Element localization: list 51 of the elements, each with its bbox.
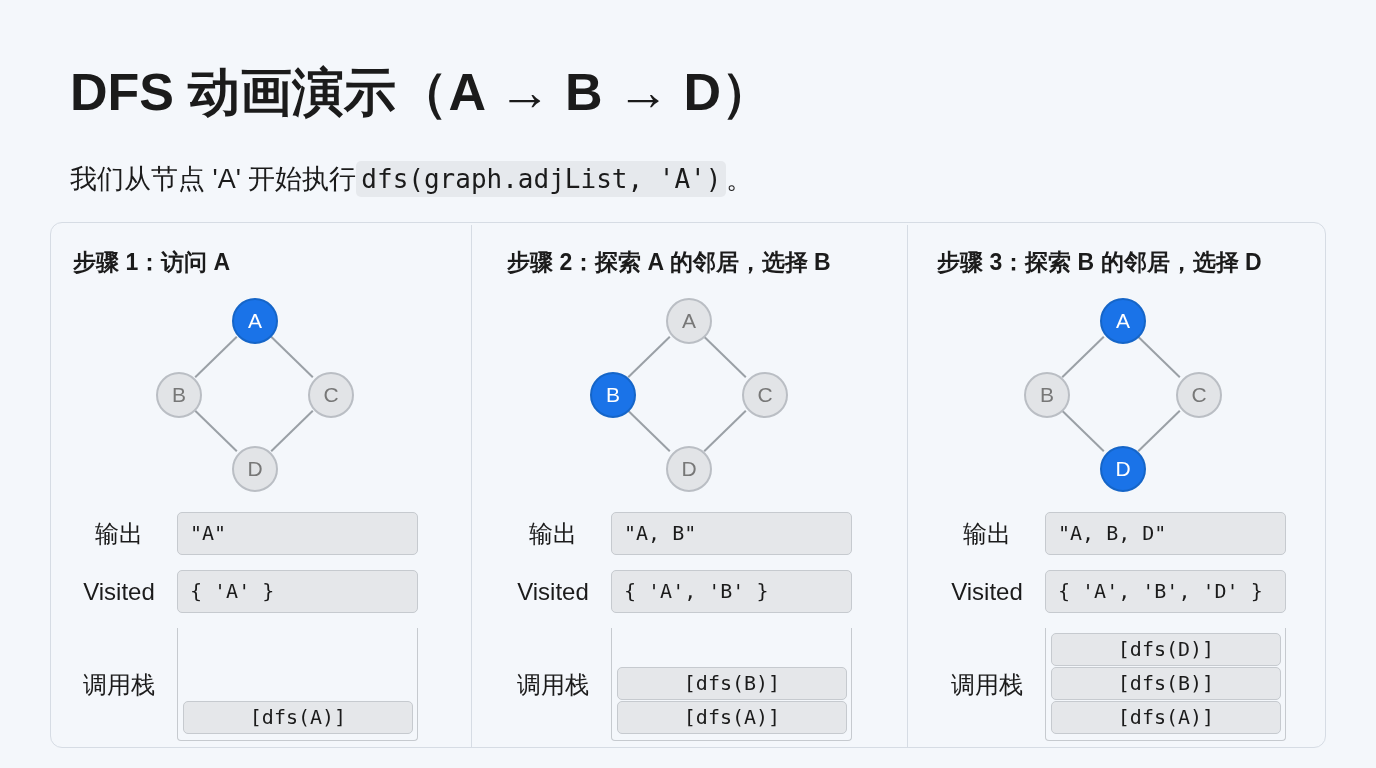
value-field: { 'A', 'B' } [611, 570, 852, 613]
graph-node-circle: B [156, 372, 202, 418]
graph-edge [194, 335, 238, 379]
field-label: 调用栈 [82, 670, 156, 700]
graph-edge [270, 409, 314, 453]
graph-node-circle: A [232, 298, 278, 344]
graph-edge [703, 335, 747, 379]
graph-node-circle: A [666, 298, 712, 344]
title: DFS 动画演示（A → B → D） [70, 62, 773, 123]
graph-node-circle: B [590, 372, 636, 418]
field-label: Visited [82, 577, 156, 607]
step-heading: 步骤 2：探索 A 的邻居，选择 B [507, 248, 831, 277]
value-field: "A, B" [611, 512, 852, 555]
stack-frame: [dfs(B)] [1051, 667, 1281, 700]
graph-node-circle: C [742, 372, 788, 418]
field-label: 调用栈 [516, 670, 590, 700]
graph-edge [1061, 335, 1105, 379]
graph-edge [627, 335, 671, 379]
stack-frame: [dfs(A)] [183, 701, 413, 734]
graph-node-circle: A [1100, 298, 1146, 344]
value-field: { 'A', 'B', 'D' } [1045, 570, 1286, 613]
field-label: Visited [516, 577, 590, 607]
graph-node-circle: D [1100, 446, 1146, 492]
graph-node-circle: C [1176, 372, 1222, 418]
graph-edge [1061, 409, 1105, 453]
field-label: 输出 [528, 519, 578, 549]
card-background [50, 222, 1326, 748]
field-label: 输出 [94, 519, 144, 549]
step-heading: 步骤 1：访问 A [73, 248, 231, 277]
graph-node-circle: B [1024, 372, 1070, 418]
field-label: Visited [950, 577, 1024, 607]
graph-edge [270, 335, 314, 379]
graph-node-circle: D [666, 446, 712, 492]
step-heading: 步骤 3：探索 B 的邻居，选择 D [937, 248, 1262, 277]
graph-edge [1137, 335, 1181, 379]
graph-edge [1137, 409, 1181, 453]
graph-edge [194, 409, 238, 453]
stack-frame: [dfs(B)] [617, 667, 847, 700]
graph-edge [703, 409, 747, 453]
graph-edge [627, 409, 671, 453]
field-label: 调用栈 [950, 670, 1024, 700]
value-field: { 'A' } [177, 570, 418, 613]
subtitle-text: 我们从节点 'A' 开始执行 dfs(graph.adjList, 'A') 。 [70, 158, 754, 200]
graph-node-circle: C [308, 372, 354, 418]
stack-frame: [dfs(A)] [1051, 701, 1281, 734]
field-label: 输出 [962, 519, 1012, 549]
value-field: "A, B, D" [1045, 512, 1286, 555]
stack-frame: [dfs(A)] [617, 701, 847, 734]
graph-node-circle: D [232, 446, 278, 492]
stack-frame: [dfs(D)] [1051, 633, 1281, 666]
value-field: "A" [177, 512, 418, 555]
